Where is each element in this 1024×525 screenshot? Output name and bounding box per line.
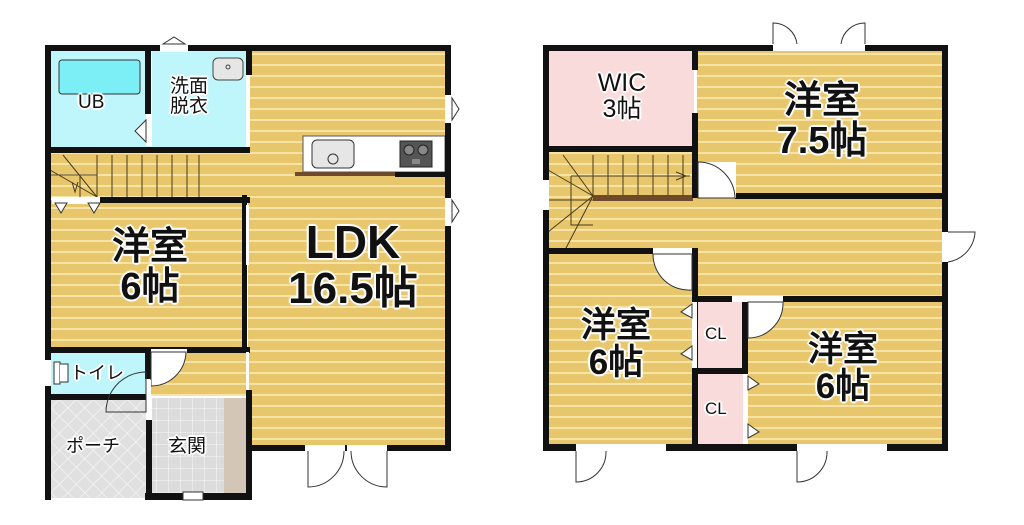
- doors-2f: [542, 22, 976, 483]
- label-western-1f: 洋室 6帖: [95, 226, 205, 308]
- label-western-a-name: 洋室: [783, 80, 860, 122]
- label-ub: UB: [78, 92, 105, 113]
- room-porch-floor: [50, 398, 146, 498]
- label-entrance: 玄関: [168, 436, 207, 457]
- floor-2: [542, 22, 976, 483]
- shoe-cabinet: [224, 398, 246, 494]
- label-washroom-line1: 洗面: [170, 76, 209, 97]
- counter-edge: [295, 172, 395, 176]
- label-cl-2: CL: [705, 399, 727, 418]
- toilet-icon: [53, 361, 69, 385]
- label-western-a: 洋室 7.5帖: [762, 80, 882, 162]
- bathtub: [58, 59, 141, 95]
- label-western-1f-name: 洋室: [111, 226, 188, 268]
- label-porch: ポーチ: [66, 436, 120, 456]
- room-wic-floor: [548, 50, 694, 148]
- label-western-b-name: 洋室: [580, 306, 651, 345]
- label-ldk: LDK 16.5帖: [278, 218, 428, 312]
- label-wic-name: WIC: [597, 69, 647, 97]
- doors-1f: [44, 36, 460, 501]
- label-toilet: トイレ: [70, 363, 124, 383]
- stair-handrail: [593, 195, 693, 201]
- label-washroom-line2: 脱衣: [170, 95, 209, 117]
- stairs-1f: [49, 154, 200, 198]
- label-western-b: 洋室 6帖: [566, 306, 666, 382]
- label-wic-size: 3帖: [602, 95, 642, 124]
- room-western-c-floor: [746, 300, 943, 444]
- room-ldk-floor: [248, 50, 448, 448]
- label-western-c-size: 6帖: [815, 366, 871, 406]
- label-washroom: 洗面 脱衣: [170, 77, 208, 117]
- label-wic: WIC 3帖: [578, 70, 666, 123]
- label-western-b-size: 6帖: [588, 342, 644, 382]
- room-entrance-floor: [152, 398, 224, 494]
- label-ldk-name: LDK: [305, 216, 401, 268]
- label-cl-1: CL: [705, 324, 727, 343]
- floor-1: [44, 36, 460, 501]
- label-western-c: 洋室 6帖: [788, 330, 898, 406]
- label-western-c-name: 洋室: [807, 330, 878, 369]
- label-ldk-size: 16.5帖: [288, 264, 418, 314]
- room-western-1f-floor: [50, 200, 246, 348]
- room-cl-2-floor: [697, 374, 743, 444]
- room-cl-1-floor: [697, 300, 743, 368]
- label-western-a-size: 7.5帖: [776, 119, 868, 162]
- stairs-2f: [547, 154, 690, 251]
- room-western-a-floor: [697, 50, 943, 194]
- label-western-1f-size: 6帖: [120, 265, 180, 308]
